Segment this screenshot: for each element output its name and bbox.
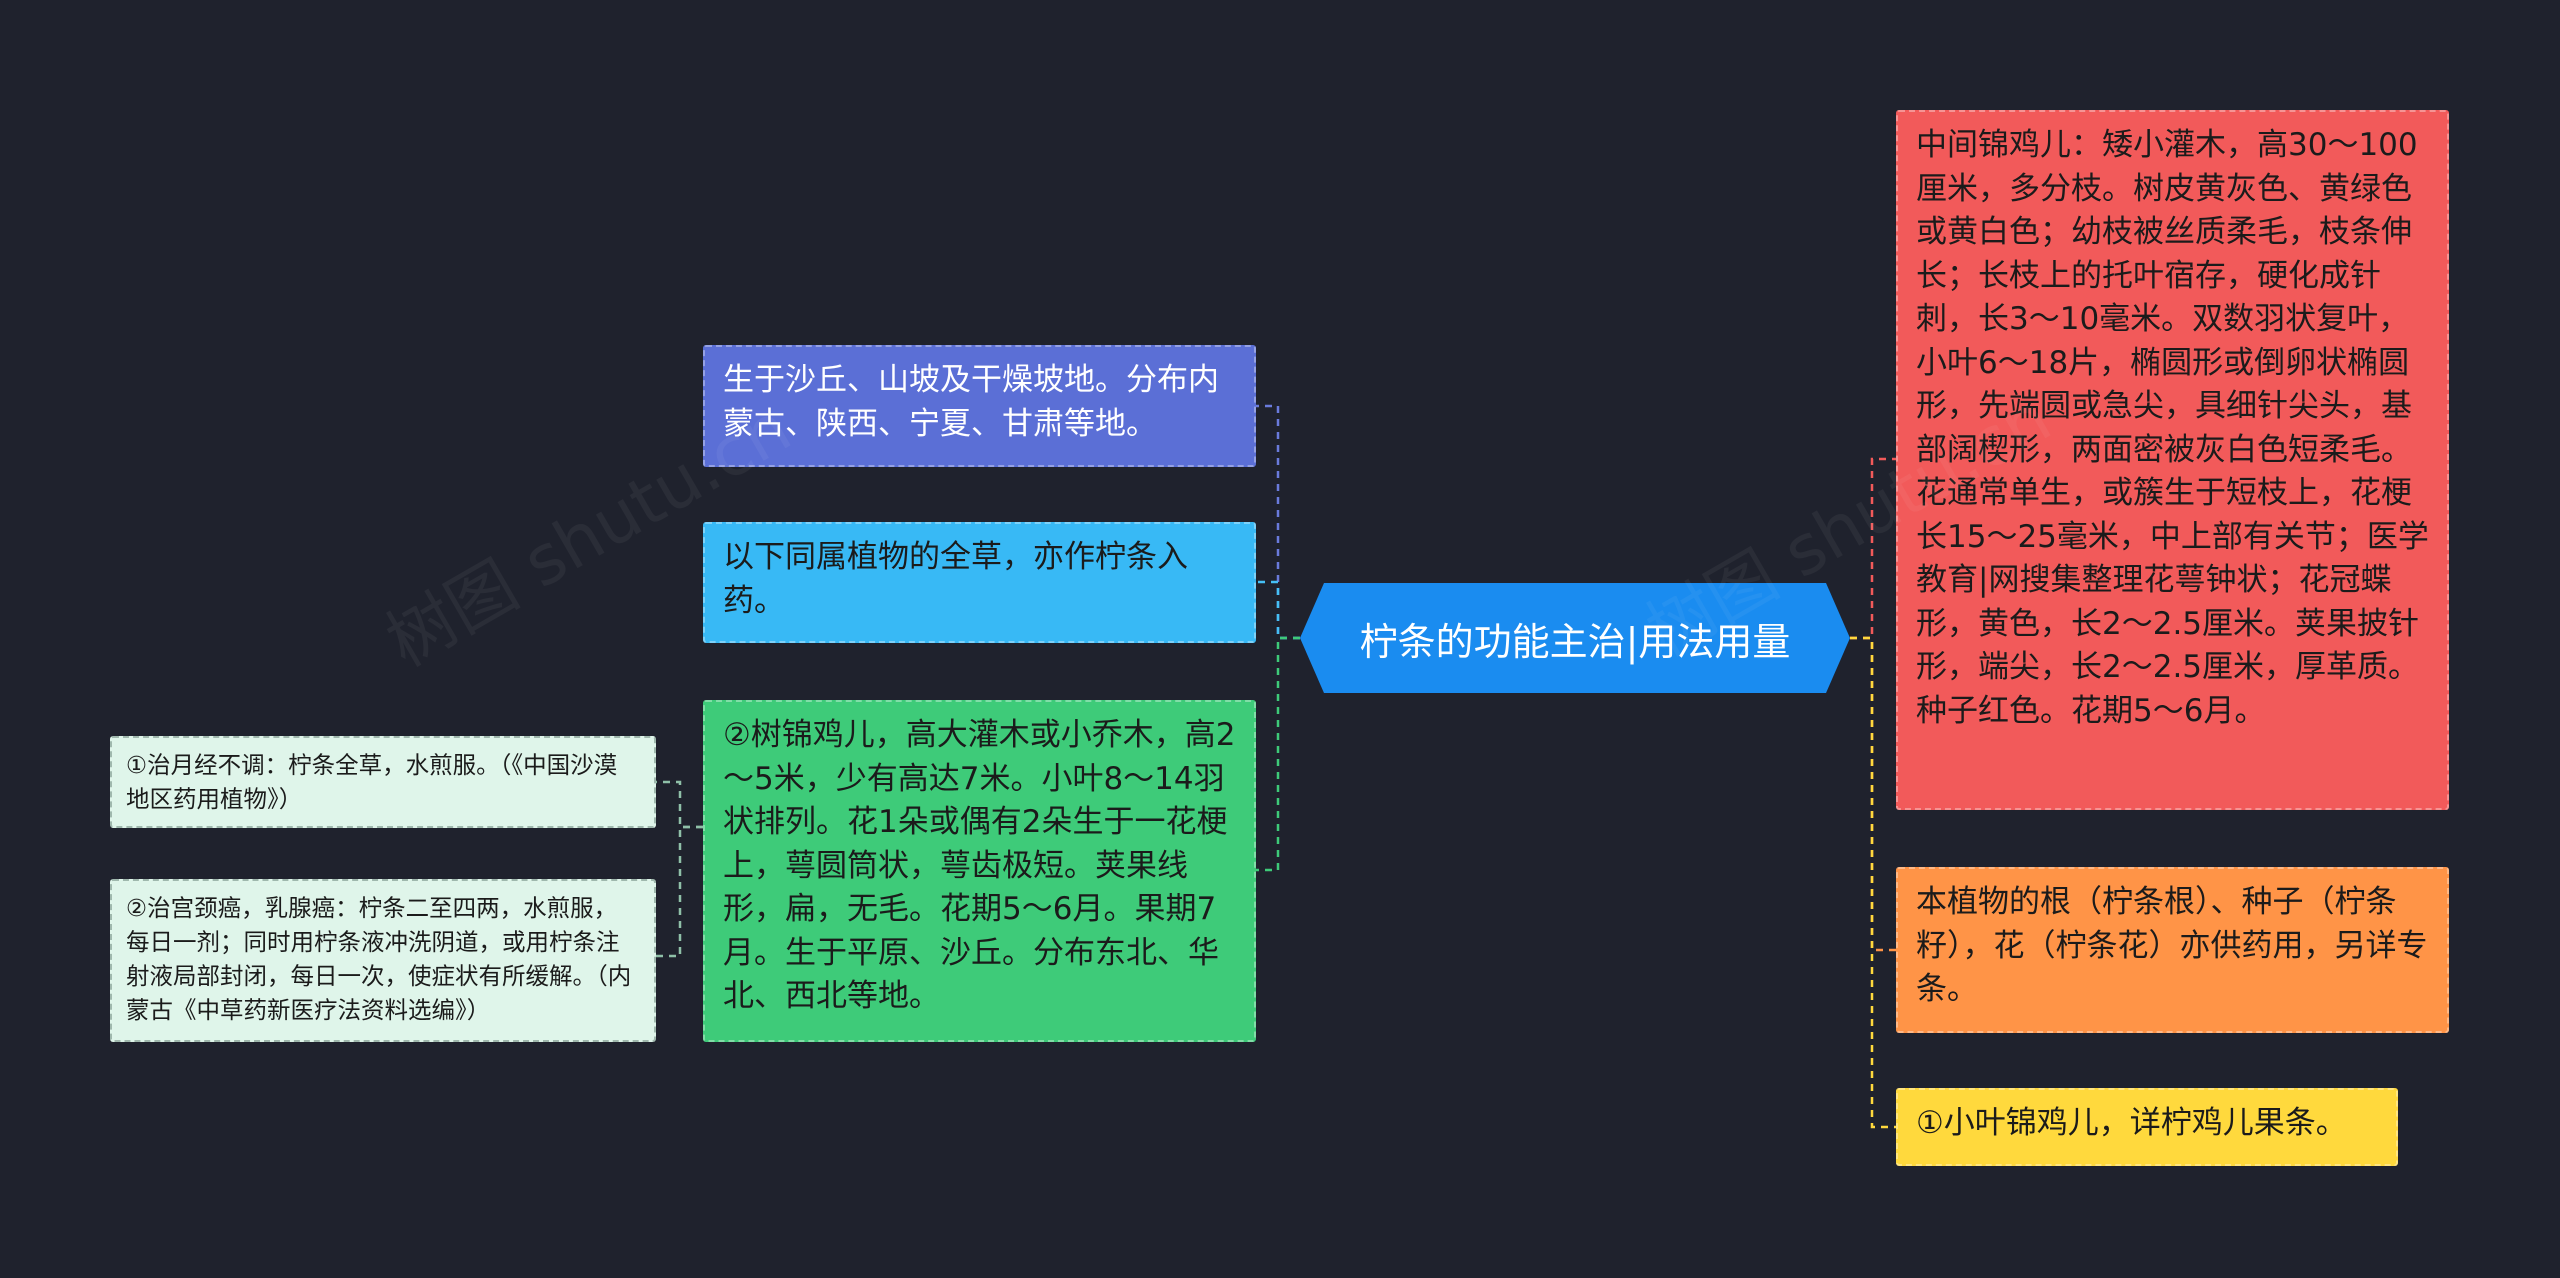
root-topic[interactable]: 柠条的功能主治|用法用量 [1300, 583, 1850, 693]
node-remedy-menstrual[interactable]: ①治月经不调：柠条全草，水煎服。（《中国沙漠地区药用植物》） [110, 736, 656, 828]
node-other-medicinal-parts[interactable]: 本植物的根（柠条根）、种子（柠条籽），花（柠条花）亦供药用，另详专条。 [1896, 867, 2449, 1033]
node-remedy-cancer[interactable]: ②治宫颈癌，乳腺癌：柠条二至四两，水煎服，每日一剂；同时用柠条液冲洗阴道，或用柠… [110, 879, 656, 1042]
connector-species2-remedy2 [656, 825, 703, 958]
connector-species2-remedy1 [656, 780, 703, 829]
connector-root-species-mid [1850, 457, 1896, 640]
connector-root-species-small [1850, 636, 1896, 1129]
connector-root-habitat [1256, 404, 1300, 640]
connector-root-source [1256, 580, 1300, 640]
node-littleleaf-peashrub[interactable]: ①小叶锦鸡儿，详柠鸡儿果条。 [1896, 1088, 2398, 1166]
node-habitat[interactable]: 生于沙丘、山坡及干燥坡地。分布内蒙古、陕西、宁夏、甘肃等地。 [703, 345, 1256, 467]
node-intermediate-peashrub[interactable]: 中间锦鸡儿：矮小灌木，高30～100厘米，多分枝。树皮黄灰色、黄绿色或黄白色；幼… [1896, 110, 2449, 810]
node-medicinal-source[interactable]: 以下同属植物的全草，亦作柠条入药。 [703, 522, 1256, 643]
node-tree-peashrub[interactable]: ②树锦鸡儿，高大灌木或小乔木，高2～5米，少有高达7米。小叶8～14羽状排列。花… [703, 700, 1256, 1042]
connector-root-species2 [1256, 636, 1300, 872]
